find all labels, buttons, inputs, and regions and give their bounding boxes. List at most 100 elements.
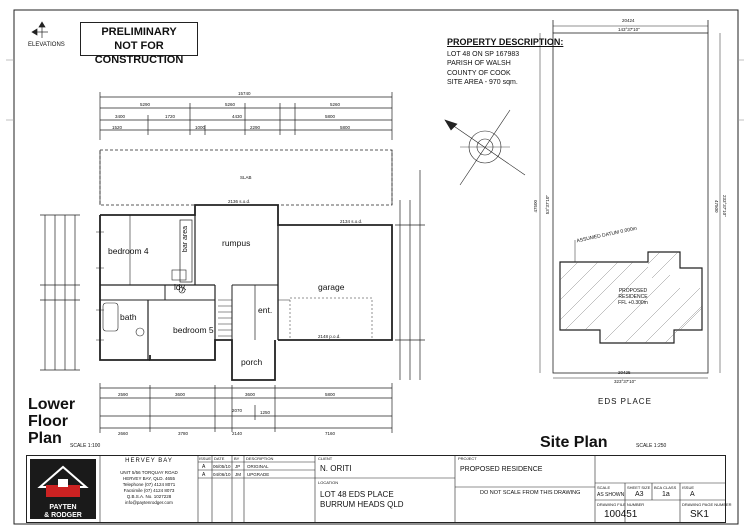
note-sod: 2136 s.o.d.: [228, 199, 251, 204]
dim-bottom: 3780: [178, 431, 189, 436]
dim-bottom: 3600: [175, 392, 186, 397]
bca-class: 1a: [662, 491, 670, 498]
company-address: UNIT 5/56 TORQUAY ROAD HERVEY BAY, QLD. …: [102, 470, 196, 506]
dim-top: 3400: [115, 114, 126, 119]
room-garage: garage: [318, 282, 345, 292]
site-right-dim: 47500: [714, 200, 719, 213]
by-cell: JP: [235, 464, 241, 469]
site-left-bearing: 53°37'10": [545, 195, 550, 215]
site-plan-drawing: [539, 20, 721, 379]
dim-bottom: 7160: [325, 431, 336, 436]
dim-top: 5260: [225, 102, 236, 107]
desc-header: DESCRIPTION: [246, 456, 274, 461]
scale-warning: DO NOT SCALE FROM THIS DRAWING: [480, 490, 581, 496]
dim-top: 5290: [140, 102, 151, 107]
elevations-label: ELEVATIONS: [28, 42, 65, 48]
room-rumpus: rumpus: [222, 238, 251, 248]
sheet-size: A3: [635, 491, 644, 498]
sheet-size-label: SHEET SIZE: [627, 485, 651, 490]
lower-floor-plan: [40, 92, 425, 433]
north-compass-rose-icon: [444, 109, 526, 186]
floor-plan-title: Lower Floor Plan: [28, 396, 75, 447]
dim-bottom: 5800: [325, 392, 336, 397]
page-no-label: DRAWING PAGE NUMBER: [682, 502, 732, 507]
house-logo-icon: [37, 465, 89, 497]
property-line: PARISH OF WALSH: [447, 60, 511, 67]
floor-plan-scale: SCALE 1:100: [70, 443, 101, 449]
slab-label: SLAB: [240, 175, 252, 180]
room-bath: bath: [120, 312, 137, 322]
logo-text-2: & RODGER: [44, 512, 82, 519]
site-residence-label: PROPOSED RESIDENCE FFL +0.300m: [598, 288, 668, 306]
scale-label: SCALE: [597, 485, 611, 490]
dim-top: 5800: [340, 125, 351, 130]
dim-top: 5260: [330, 102, 341, 107]
file-no-label: DRAWING FILE NUMBER: [597, 502, 645, 507]
logo-text-1: PAYTEN: [49, 504, 77, 511]
date-header: DATE: [214, 456, 225, 461]
dim-bottom: 1250: [260, 410, 271, 415]
floor-plan-title-line: Lower: [28, 396, 76, 413]
property-description: PROPERTY DESCRIPTION: LOT 48 ON SP 16798…: [447, 37, 564, 88]
client-name: N. ORITI: [320, 464, 352, 473]
note-pod: 2148 p.o.d.: [318, 334, 341, 339]
floor-plan-title-line: Plan: [28, 430, 62, 447]
location-label: LOCATION: [318, 480, 339, 485]
site-residence-line: RESIDENCE: [618, 294, 648, 300]
issue-cell: A: [202, 464, 206, 470]
site-residence-line: FFL +0.300m: [618, 300, 648, 306]
address-line: Telephone (07) 4124 8071: [122, 482, 176, 487]
address-line: HERVEY BAY, QLD. 4655: [123, 476, 175, 481]
preliminary-stamp: PRELIMINARY NOT FOR CONSTRUCTION: [80, 22, 198, 66]
site-left-dim: 47500: [533, 200, 538, 213]
dim-bottom: 2140: [232, 431, 243, 436]
dim-bottom: 2660: [118, 431, 129, 436]
bca-label: BCA CLASS: [654, 485, 677, 490]
project-label: PROJECT: [458, 456, 477, 461]
room-porch: porch: [241, 357, 263, 367]
desc-cell: UPGRADE: [247, 472, 270, 477]
note-sod: 2134 s.o.d.: [340, 219, 363, 224]
property-title: PROPERTY DESCRIPTION:: [447, 37, 564, 47]
floor-plan-title-line: Floor: [28, 413, 68, 430]
site-top-dim: 20424: [622, 18, 635, 23]
room-bedroom-5: bedroom 5: [173, 325, 214, 335]
title-block-grid: [99, 455, 726, 523]
issue-header: ISSUE: [199, 456, 212, 461]
location-line-2: BURRUM HEADS QLD: [320, 500, 404, 509]
location-line-1: LOT 48 EDS PLACE: [320, 490, 394, 499]
drawing-page-number: SK1: [690, 509, 709, 520]
room-laundry: ldy.: [174, 282, 187, 292]
issue-label: ISSUE: [682, 485, 695, 490]
dim-overall: 15740: [238, 91, 251, 96]
dim-top: 4430: [232, 114, 243, 119]
dim-top: 1520: [112, 125, 123, 130]
issue-value: A: [690, 491, 695, 498]
client-label: CLIENT: [318, 456, 333, 461]
drawing-file-number: 100451: [604, 509, 638, 520]
scale-value: AS SHOWN: [597, 492, 625, 498]
site-bottom-dim: 20425: [618, 370, 631, 375]
project-name: PROPOSED RESIDENCE: [460, 466, 543, 473]
desc-cell: ORIGINAL: [247, 464, 269, 469]
site-right-bearing: 233°37'10": [722, 195, 727, 217]
company-city: HERVEY BAY: [125, 458, 173, 464]
address-line: Facsimile (07) 4124 8073: [123, 488, 175, 493]
address-line: UNIT 5/56 TORQUAY ROAD: [120, 470, 178, 475]
dim-top: 5800: [325, 114, 336, 119]
site-plan-title: Site Plan: [540, 434, 608, 451]
elevations-compass-icon: [31, 21, 48, 38]
dim-top: 1000: [195, 125, 206, 130]
room-entry: ent.: [258, 305, 273, 315]
property-line: LOT 48 ON SP 167983: [447, 50, 520, 58]
street-name: EDS PLACE: [598, 397, 652, 406]
room-bar-area: bar area: [182, 226, 189, 253]
dim-top: 2290: [250, 125, 261, 130]
issue-cell: A: [202, 472, 206, 478]
company-logo: PAYTEN & RODGER: [30, 459, 96, 519]
dim-bottom: 3600: [245, 392, 256, 397]
by-header: BY: [234, 456, 240, 461]
stamp-line-1: PRELIMINARY: [101, 26, 177, 38]
date-cell: 06/05/10: [213, 464, 231, 469]
